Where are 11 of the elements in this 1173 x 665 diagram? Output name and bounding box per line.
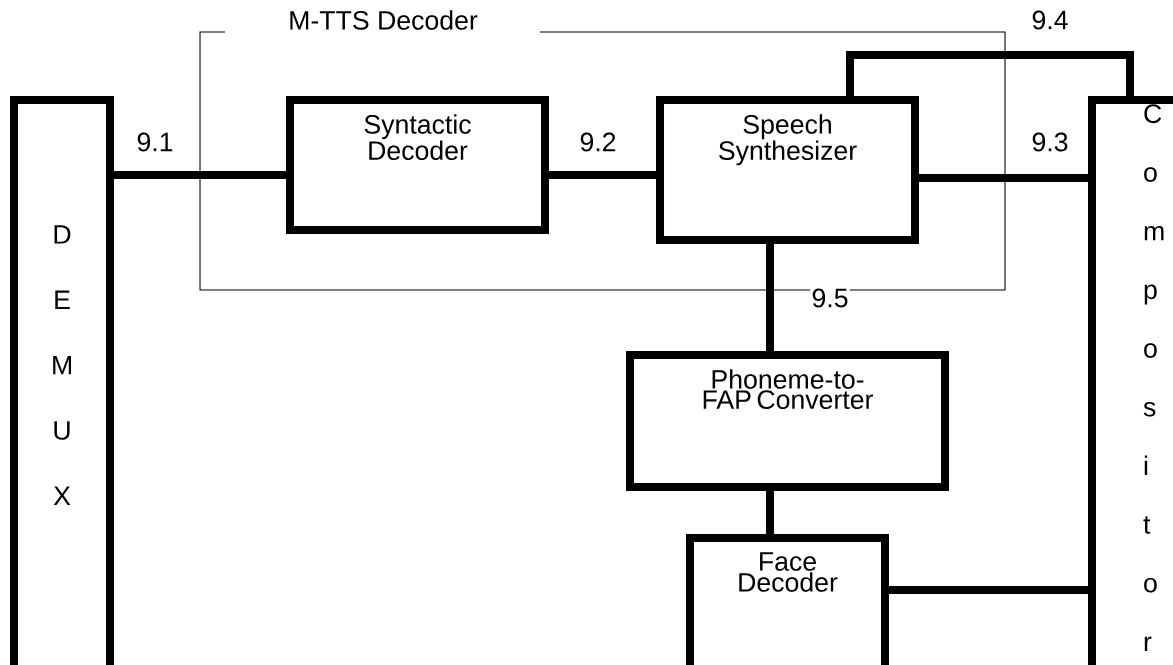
edge-label: 9.5 xyxy=(810,287,850,309)
process-box: Syntactic Decoder xyxy=(286,96,549,234)
edge-label: 9.4 xyxy=(1030,9,1070,31)
vertical-block: Compositor xyxy=(1088,96,1173,665)
edge-label: 9.1 xyxy=(135,131,175,153)
process-box: Speech Synthesizer xyxy=(656,96,919,244)
edge-label: 9.3 xyxy=(1030,131,1070,153)
process-box: Phoneme-to-FAP Converter xyxy=(626,351,949,491)
vertical-block: DEMUX xyxy=(10,96,114,665)
edge-label: 9.2 xyxy=(578,131,618,153)
process-box: Face Decoder xyxy=(686,534,889,665)
